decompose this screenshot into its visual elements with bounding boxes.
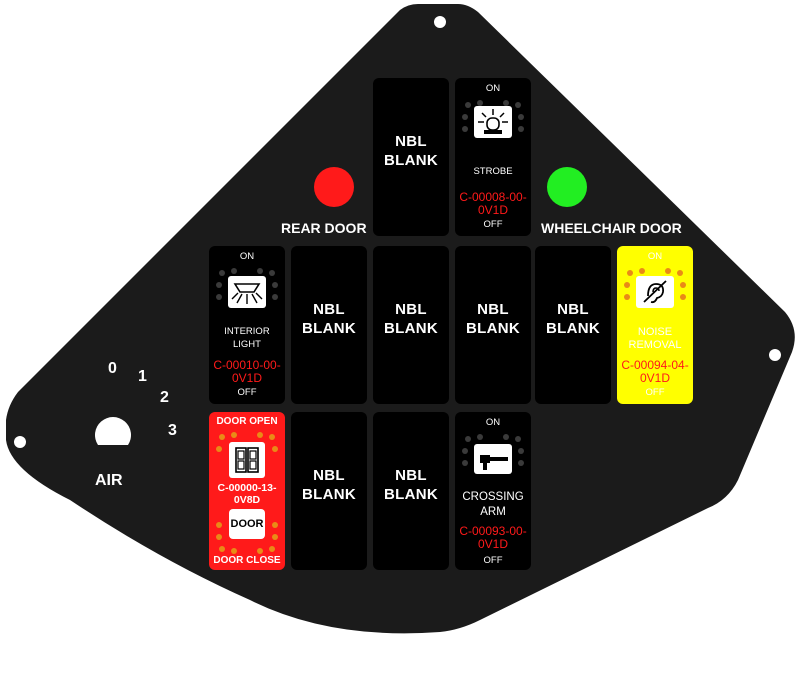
switch-blank-top[interactable]: NBL BLANK — [373, 78, 449, 236]
switch-on-label: ON — [485, 417, 501, 428]
air-position-3: 3 — [168, 422, 177, 439]
rear-door-label: REAR DOOR — [281, 220, 367, 236]
switch-crossing-arm[interactable]: ON CROSSING ARM C-00093-00-0V1D OFF — [455, 412, 531, 570]
air-selector-knob — [94, 417, 131, 445]
switch-door[interactable]: DOOR OPEN C-00000-13-0V8D DOOR DOOR CLOS… — [209, 412, 285, 570]
switch-off-label: OFF — [237, 387, 257, 398]
double-door-icon — [229, 442, 265, 478]
air-position-0: 0 — [108, 360, 117, 377]
switch-off-label: OFF — [483, 219, 503, 230]
switch-name-line1: CROSSING — [462, 491, 524, 503]
air-label: AIR — [95, 472, 123, 489]
switch-off-label: OFF — [483, 555, 503, 566]
mount-hole-top — [434, 16, 446, 28]
blank-line1: NBL — [313, 467, 345, 484]
switch-on-label: ON — [239, 251, 255, 262]
part-code: C-00008-00-0V1D — [459, 190, 527, 217]
switch-name-line2: LIGHT — [233, 339, 261, 350]
dome-light-icon — [228, 276, 266, 308]
mount-hole-bottom — [474, 646, 486, 658]
indicator-dots — [209, 412, 285, 570]
crossing-arm-icon — [474, 444, 512, 474]
blank-line1: NBL — [557, 301, 589, 318]
blank-line1: NBL — [395, 467, 427, 484]
part-code: C-00000-13-0V8D — [217, 482, 277, 506]
mount-hole-right — [769, 349, 781, 361]
door-open-label: DOOR OPEN — [216, 416, 278, 427]
switch-blank-mid-2[interactable]: NBL BLANK — [373, 246, 449, 404]
blank-line1: NBL — [395, 133, 427, 150]
wheelchair-door-label: WHEELCHAIR DOOR — [541, 220, 682, 236]
blank-line2: BLANK — [384, 486, 438, 503]
switch-name-line2: ARM — [480, 506, 506, 518]
switch-name: STROBE — [473, 166, 513, 177]
blank-line2: BLANK — [466, 320, 520, 337]
blank-line2: BLANK — [302, 320, 356, 337]
switch-name-line2: REMOVAL — [628, 339, 682, 351]
switch-off-label: OFF — [645, 387, 665, 398]
blank-line2: BLANK — [302, 486, 356, 503]
indicator-dots — [455, 412, 531, 570]
hearing-icon — [636, 276, 674, 308]
air-selector[interactable] — [90, 410, 132, 452]
blank-line2: BLANK — [384, 320, 438, 337]
indicator-dots — [617, 246, 693, 404]
door-button[interactable]: DOOR — [229, 509, 265, 539]
switch-blank-mid-4[interactable]: NBL BLANK — [535, 246, 611, 404]
switch-on-label: ON — [485, 83, 501, 94]
switch-blank-bot-1[interactable]: NBL BLANK — [291, 412, 367, 570]
switch-blank-mid-1[interactable]: NBL BLANK — [291, 246, 367, 404]
part-code: C-00010-00-0V1D — [213, 358, 281, 385]
air-position-1: 1 — [138, 368, 147, 385]
part-code: C-00093-00-0V1D — [459, 524, 527, 551]
switch-interior-light[interactable]: ON INTERIOR LIGHT C-00010-00-0V1D OFF — [209, 246, 285, 404]
blank-line1: NBL — [313, 301, 345, 318]
switch-blank-bot-2[interactable]: NBL BLANK — [373, 412, 449, 570]
part-code: C-00094-04-0V1D — [621, 358, 689, 385]
strobe-light-icon — [474, 106, 512, 138]
indicator-dots — [455, 78, 531, 236]
switch-strobe[interactable]: ON STROBE C-00008-00-0V1D OFF — [455, 78, 531, 236]
switch-name-line1: INTERIOR — [224, 326, 270, 337]
blank-line1: NBL — [395, 301, 427, 318]
blank-line1: NBL — [477, 301, 509, 318]
switch-blank-mid-3[interactable]: NBL BLANK — [455, 246, 531, 404]
door-close-label: DOOR CLOSE — [213, 555, 281, 566]
wheelchair-door-lamp — [547, 167, 587, 207]
switch-name-line1: NOISE — [637, 326, 673, 338]
air-position-2: 2 — [160, 389, 169, 406]
mount-hole-left — [14, 436, 26, 448]
switch-noise-removal[interactable]: ON NOISE REMOVAL C-00094-04-0V1D OFF — [617, 246, 693, 404]
blank-line2: BLANK — [546, 320, 600, 337]
indicator-dots — [209, 246, 285, 404]
blank-line2: BLANK — [384, 152, 438, 169]
rear-door-lamp — [314, 167, 354, 207]
switch-on-label: ON — [647, 251, 663, 262]
